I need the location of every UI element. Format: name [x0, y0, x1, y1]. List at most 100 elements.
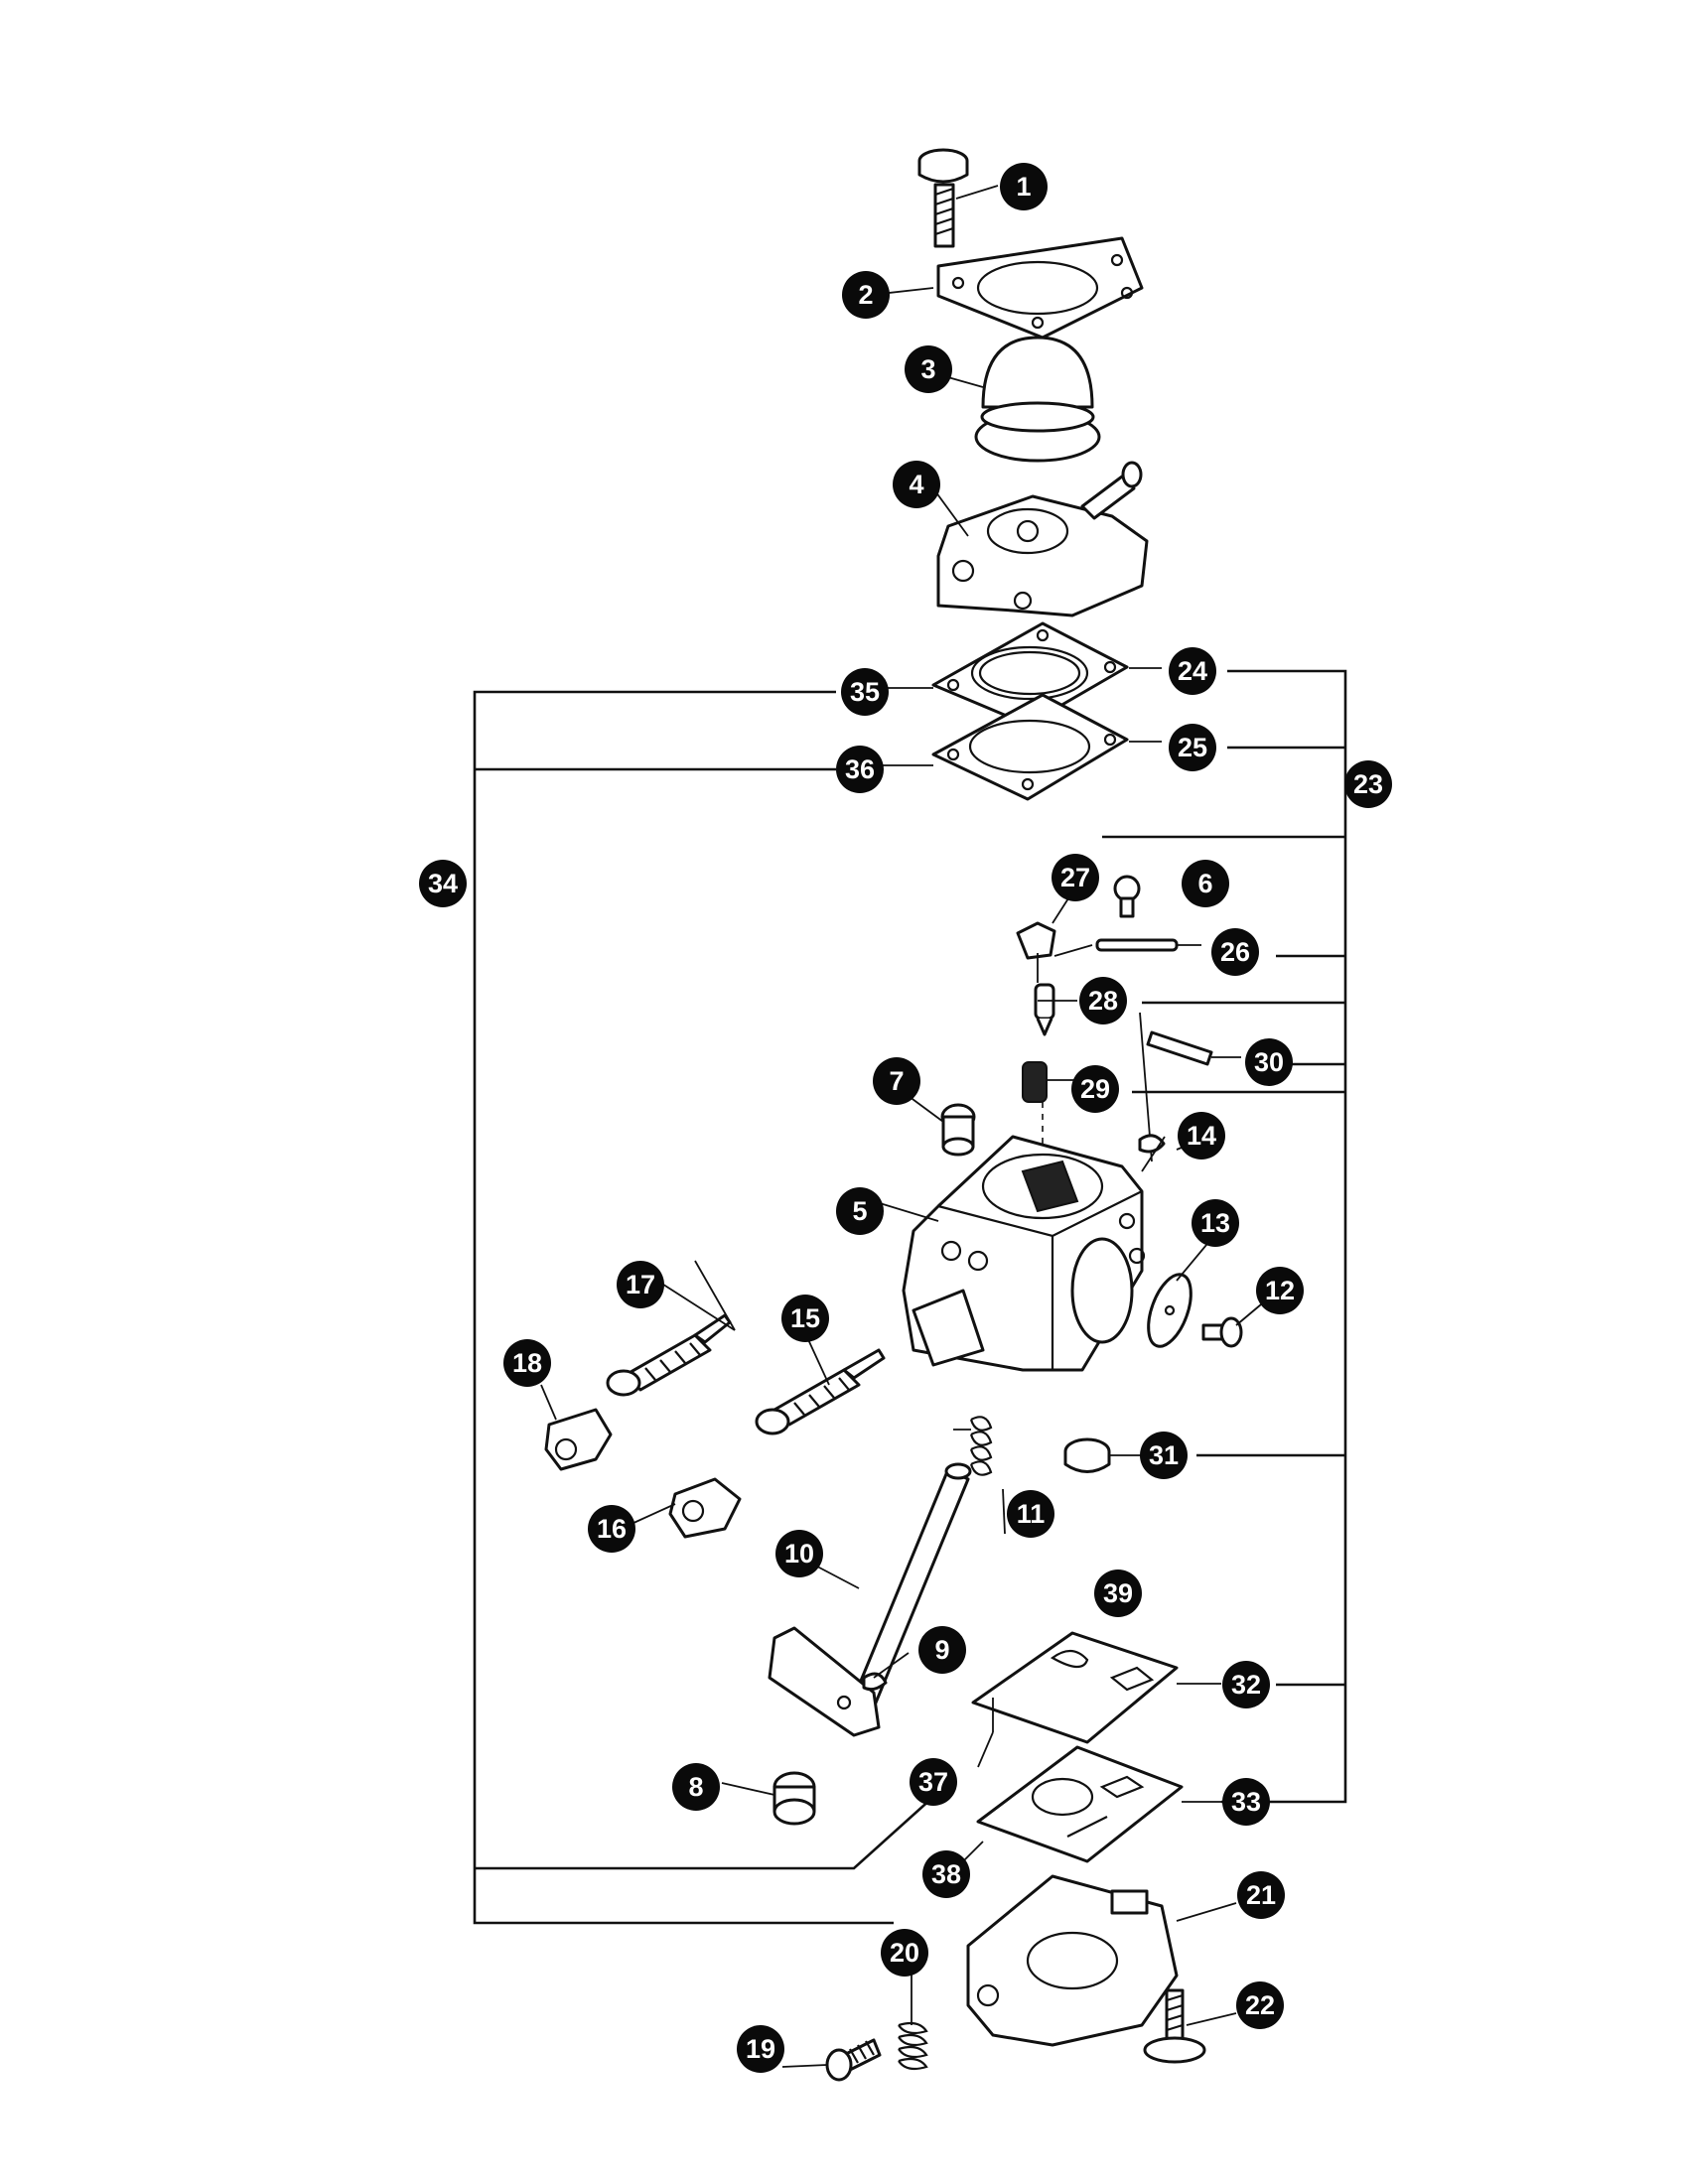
svg-text:31: 31 — [1149, 1440, 1179, 1470]
part-13-disc — [1147, 1273, 1193, 1348]
part-10-throttle-shaft — [768, 1462, 972, 1737]
callout-15: 15 — [781, 1295, 829, 1342]
callout-16: 16 — [588, 1505, 635, 1553]
callout-1: 1 — [1000, 163, 1048, 210]
svg-text:21: 21 — [1246, 1880, 1276, 1910]
part-18-limiter-cap — [544, 1408, 613, 1471]
part-30-pin — [1146, 1030, 1213, 1066]
svg-text:2: 2 — [858, 280, 873, 310]
callout-10: 10 — [775, 1530, 823, 1577]
callout-38: 38 — [922, 1850, 970, 1898]
svg-text:35: 35 — [850, 677, 880, 707]
svg-text:15: 15 — [790, 1303, 820, 1333]
callout-9: 9 — [918, 1626, 966, 1674]
callout-37: 37 — [910, 1758, 957, 1806]
callout-28: 28 — [1079, 977, 1127, 1024]
callout-23: 23 — [1344, 760, 1392, 808]
callout-22: 22 — [1236, 1981, 1284, 2029]
svg-text:26: 26 — [1220, 937, 1250, 967]
callout-13: 13 — [1192, 1199, 1239, 1247]
part-16-limiter-cap — [668, 1477, 742, 1539]
callout-17: 17 — [617, 1261, 664, 1308]
callout-24: 24 — [1169, 647, 1216, 695]
part-26-pin — [1095, 938, 1179, 952]
part-2-cover-plate — [936, 236, 1144, 340]
svg-text:13: 13 — [1200, 1208, 1230, 1238]
part-6-screw — [1113, 875, 1141, 918]
callout-33: 33 — [1222, 1778, 1270, 1826]
callout-25: 25 — [1169, 724, 1216, 771]
svg-text:3: 3 — [920, 354, 935, 384]
svg-text:30: 30 — [1254, 1047, 1284, 1077]
svg-text:16: 16 — [597, 1514, 627, 1544]
svg-text:17: 17 — [626, 1270, 655, 1299]
callout-20: 20 — [881, 1929, 928, 1977]
callout-3: 3 — [905, 345, 952, 393]
callout-7: 7 — [873, 1057, 920, 1105]
svg-text:18: 18 — [512, 1348, 542, 1378]
svg-text:1: 1 — [1016, 172, 1031, 202]
part-7-plug — [940, 1103, 976, 1157]
part-9-clip — [862, 1672, 888, 1692]
part-19-screw — [825, 2038, 882, 2082]
callout-35: 35 — [841, 668, 889, 716]
callout-26: 26 — [1211, 928, 1259, 976]
svg-text:19: 19 — [746, 2034, 775, 2064]
part-27-lever — [1016, 921, 1056, 960]
svg-text:39: 39 — [1103, 1578, 1133, 1608]
svg-text:32: 32 — [1231, 1670, 1261, 1700]
svg-text:27: 27 — [1060, 863, 1090, 892]
part-15-adjust-screw — [755, 1348, 886, 1435]
callout-31: 31 — [1140, 1432, 1188, 1479]
callout-18: 18 — [503, 1339, 551, 1387]
svg-text:38: 38 — [931, 1859, 961, 1889]
callout-39: 39 — [1094, 1570, 1142, 1617]
callout-27: 27 — [1052, 854, 1099, 901]
part-21-bottom-cover — [966, 1874, 1179, 2047]
svg-text:25: 25 — [1178, 733, 1207, 762]
part-20-spring — [898, 2021, 928, 2071]
svg-text:23: 23 — [1353, 769, 1383, 799]
callout-14: 14 — [1178, 1112, 1225, 1160]
part-8-knob — [772, 1771, 816, 1826]
part-31-plug — [1063, 1437, 1111, 1473]
callout-21: 21 — [1237, 1871, 1285, 1919]
svg-text:4: 4 — [909, 470, 923, 499]
part-29-spring — [1022, 1061, 1048, 1103]
part-32-gasket — [971, 1631, 1179, 1744]
svg-text:14: 14 — [1187, 1121, 1216, 1151]
callout-5: 5 — [836, 1187, 884, 1235]
part-3-primer-bulb — [974, 336, 1101, 463]
callout-34: 34 — [419, 860, 467, 907]
callout-36: 36 — [836, 746, 884, 793]
svg-text:6: 6 — [1197, 869, 1212, 898]
svg-text:24: 24 — [1178, 656, 1207, 686]
part-4-pump-cover — [936, 461, 1149, 617]
callout-11: 11 — [1007, 1490, 1054, 1538]
callout-32: 32 — [1222, 1661, 1270, 1708]
callout-8: 8 — [672, 1763, 720, 1811]
svg-text:7: 7 — [889, 1066, 904, 1096]
svg-text:34: 34 — [428, 869, 458, 898]
callout-30: 30 — [1245, 1038, 1293, 1086]
part-25-gasket — [931, 693, 1129, 801]
svg-text:10: 10 — [784, 1539, 814, 1569]
part-5-carburetor-body — [902, 1135, 1146, 1372]
part-17-adjust-screw — [606, 1313, 732, 1397]
svg-text:22: 22 — [1245, 1990, 1275, 2020]
svg-text:8: 8 — [688, 1772, 703, 1802]
part-11-spring — [953, 1416, 993, 1476]
part-33-metering-plate — [976, 1745, 1184, 1863]
bracket-34 — [473, 690, 934, 1925]
callout-4: 4 — [893, 461, 940, 508]
callout-6: 6 — [1182, 860, 1229, 907]
svg-text:29: 29 — [1080, 1074, 1110, 1104]
part-22-screw — [1143, 1988, 1206, 2064]
part-12-screw — [1201, 1316, 1243, 1348]
part-1-screw — [917, 148, 969, 248]
svg-text:28: 28 — [1088, 986, 1118, 1016]
svg-text:12: 12 — [1265, 1276, 1295, 1305]
svg-text:33: 33 — [1231, 1787, 1261, 1817]
svg-text:37: 37 — [918, 1767, 948, 1797]
